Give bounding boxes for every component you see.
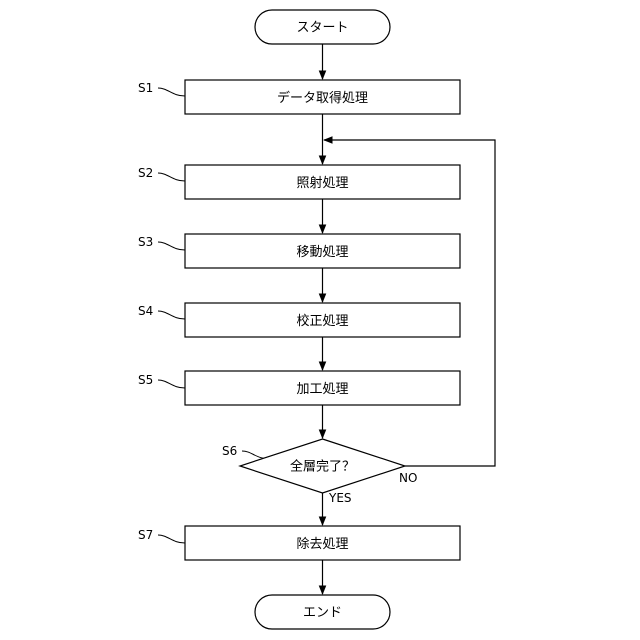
step-s5-id: S5 bbox=[138, 373, 153, 387]
step-s4-id: S4 bbox=[138, 304, 153, 318]
end-label: エンド bbox=[303, 606, 342, 621]
branch-yes-label: YES bbox=[328, 491, 352, 505]
step-s3-label: 移動処理 bbox=[296, 245, 348, 260]
step-s2-leader bbox=[158, 173, 185, 181]
step-s3-id: S3 bbox=[138, 235, 153, 249]
step-s6-id: S6 bbox=[222, 444, 237, 458]
step-s3-leader bbox=[158, 242, 185, 250]
step-s5-label: 加工処理 bbox=[296, 382, 348, 397]
step-s1-id: S1 bbox=[138, 81, 153, 95]
step-s4-leader bbox=[158, 311, 185, 319]
step-s7-leader bbox=[158, 535, 185, 543]
step-s1-label: データ取得処理 bbox=[277, 90, 368, 106]
step-s7-id: S7 bbox=[138, 528, 153, 542]
start-label: スタート bbox=[296, 21, 348, 36]
step-s5-leader bbox=[158, 380, 185, 388]
step-s6-label: 全層完了？ bbox=[290, 459, 355, 475]
step-s2-id: S2 bbox=[138, 166, 153, 180]
step-s2-label: 照射処理 bbox=[296, 175, 348, 191]
step-s4-label: 校正処理 bbox=[296, 313, 348, 329]
step-s1-leader bbox=[158, 88, 185, 96]
step-s7-label: 除去処理 bbox=[296, 537, 348, 552]
branch-no-label: NO bbox=[399, 471, 417, 485]
